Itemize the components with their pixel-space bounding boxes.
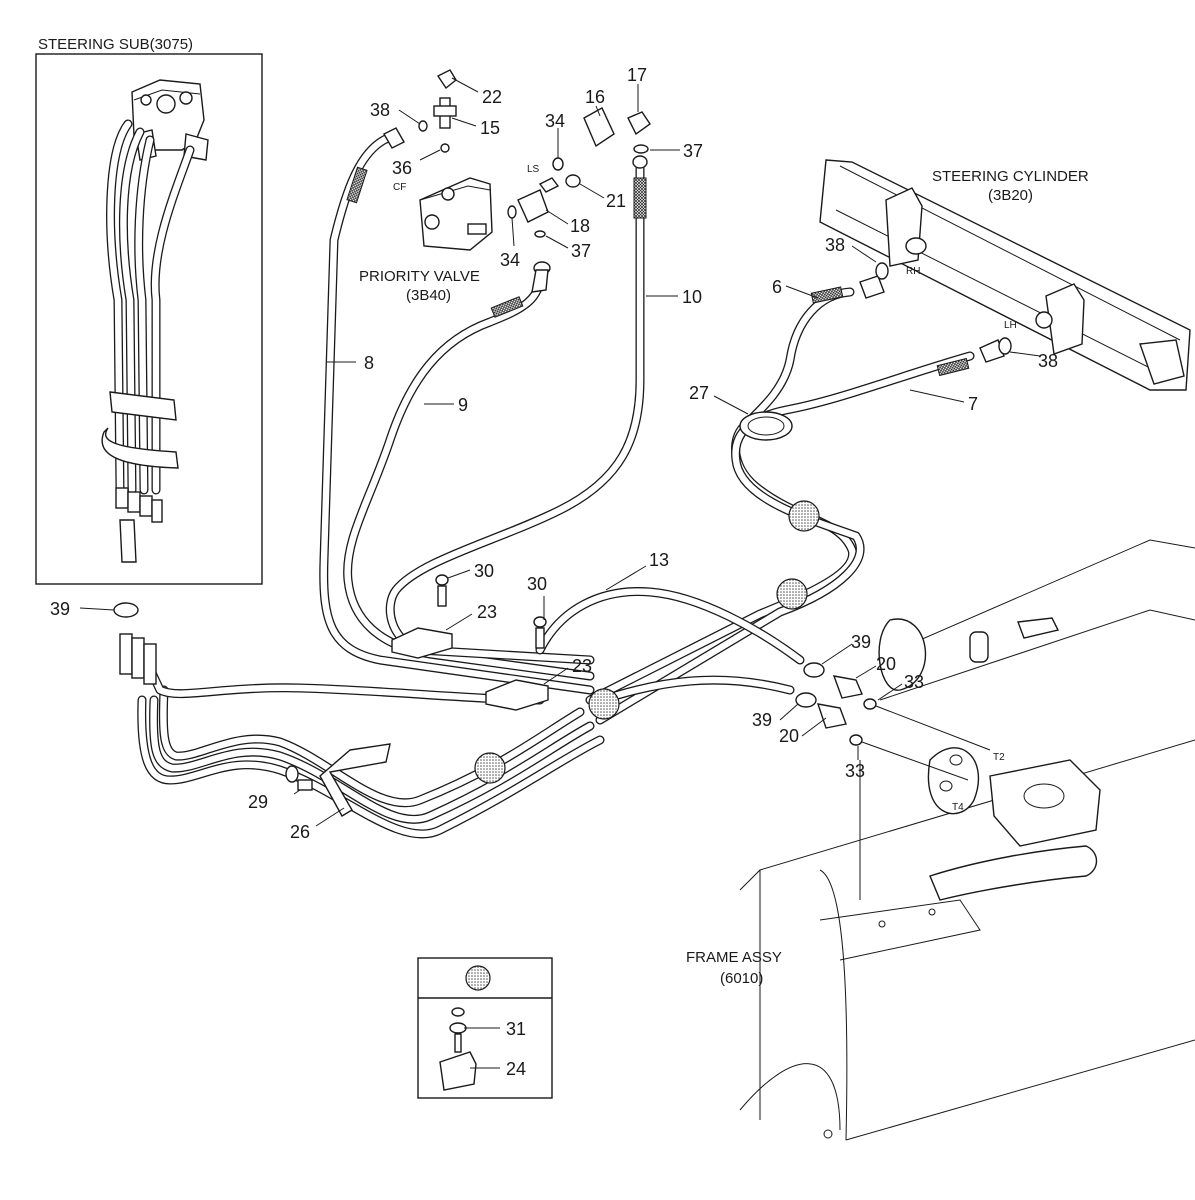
callout-34: 34 xyxy=(500,250,520,270)
callout-36: 36 xyxy=(392,158,412,178)
bracket-clamps xyxy=(113,574,549,817)
priority-valve-illustration xyxy=(383,69,651,293)
callout-37: 37 xyxy=(683,141,703,161)
callout-23: 23 xyxy=(477,602,497,622)
port-mark-rh: RH xyxy=(906,266,920,277)
leader-lines xyxy=(79,77,1041,1069)
callout-13: 13 xyxy=(649,550,669,570)
callout-26: 26 xyxy=(290,822,310,842)
bolt-30a xyxy=(435,574,449,607)
callout-22: 22 xyxy=(482,87,502,107)
callout-9: 9 xyxy=(458,395,468,415)
callout-33: 33 xyxy=(845,761,865,781)
clamp-marker xyxy=(776,578,808,610)
port-mark-lh: LH xyxy=(1004,320,1017,331)
grommet-27 xyxy=(739,411,793,441)
bracket-26 xyxy=(319,743,391,817)
clamp-23b xyxy=(485,679,549,711)
callout-20: 20 xyxy=(779,726,799,746)
callout-24: 24 xyxy=(506,1059,526,1079)
oring-33b xyxy=(849,734,863,746)
clamp-marker xyxy=(588,688,620,720)
callout-21: 21 xyxy=(606,191,626,211)
callout-31: 31 xyxy=(506,1019,526,1039)
steering-cylinder-illustration xyxy=(819,159,1191,391)
frame-assy-code: (6010) xyxy=(720,970,763,987)
callout-7: 7 xyxy=(968,394,978,414)
bolt-30b xyxy=(533,616,547,649)
oring-33a xyxy=(863,698,877,710)
callout-30: 30 xyxy=(527,574,547,594)
connector-20a xyxy=(832,675,863,699)
frame-assy-title: FRAME ASSY xyxy=(686,949,782,966)
port-mark-ls: LS xyxy=(527,164,540,175)
callout-15: 15 xyxy=(480,118,500,138)
connector-20b xyxy=(816,703,847,729)
frame-assy-illustration xyxy=(739,539,1195,1141)
clamp-marker xyxy=(788,500,820,532)
port-mark-cf: CF xyxy=(393,182,406,193)
callout-17: 17 xyxy=(627,65,647,85)
clamp-legend-box xyxy=(417,957,553,1099)
callout-38: 38 xyxy=(825,235,845,255)
callout-34: 34 xyxy=(545,111,565,131)
clamp-marker xyxy=(474,752,506,784)
port-mark-t2: T2 xyxy=(993,752,1005,763)
callout-39: 39 xyxy=(752,710,772,730)
steering-unit-illustration xyxy=(131,79,209,161)
callout-numbers: 22 38 15 16 17 34 37 36 21 18 34 37 10 3… xyxy=(50,65,1058,1079)
callout-29: 29 xyxy=(248,792,268,812)
steering-sub-inset: STEERING SUB(3075) xyxy=(35,36,263,585)
priority-valve-title: PRIORITY VALVE xyxy=(359,268,480,285)
callout-37: 37 xyxy=(571,241,591,261)
hose-group xyxy=(137,133,975,839)
callout-18: 18 xyxy=(570,216,590,236)
hose-6 xyxy=(585,287,858,705)
steering-sub-title: STEERING SUB(3075) xyxy=(38,36,193,53)
steering-sub-hose-bundle xyxy=(101,119,195,563)
clamp-markers xyxy=(474,500,820,784)
bolt-29 xyxy=(285,765,313,791)
return-fittings xyxy=(795,662,877,746)
steering-cylinder-code: (3B20) xyxy=(988,187,1033,204)
band-clamp-39b xyxy=(803,662,825,678)
callout-30: 30 xyxy=(474,561,494,581)
callout-16: 16 xyxy=(585,87,605,107)
steering-sub-frame xyxy=(35,53,263,585)
callout-8: 8 xyxy=(364,353,374,373)
callout-38: 38 xyxy=(1038,351,1058,371)
steering-cylinder-title: STEERING CYLINDER xyxy=(932,168,1089,185)
callout-39: 39 xyxy=(50,599,70,619)
callout-20: 20 xyxy=(876,654,896,674)
callout-27: 27 xyxy=(689,383,709,403)
band-clamp-39a xyxy=(113,602,139,618)
priority-valve-code: (3B40) xyxy=(406,287,451,304)
band-clamp-39c xyxy=(795,692,817,708)
port-mark-t4: T4 xyxy=(952,802,964,813)
callout-33: 33 xyxy=(904,672,924,692)
callout-38: 38 xyxy=(370,100,390,120)
callout-39: 39 xyxy=(851,632,871,652)
clamp-23a xyxy=(391,627,453,659)
callout-6: 6 xyxy=(772,277,782,297)
callout-10: 10 xyxy=(682,287,702,307)
callout-23: 23 xyxy=(572,656,592,676)
